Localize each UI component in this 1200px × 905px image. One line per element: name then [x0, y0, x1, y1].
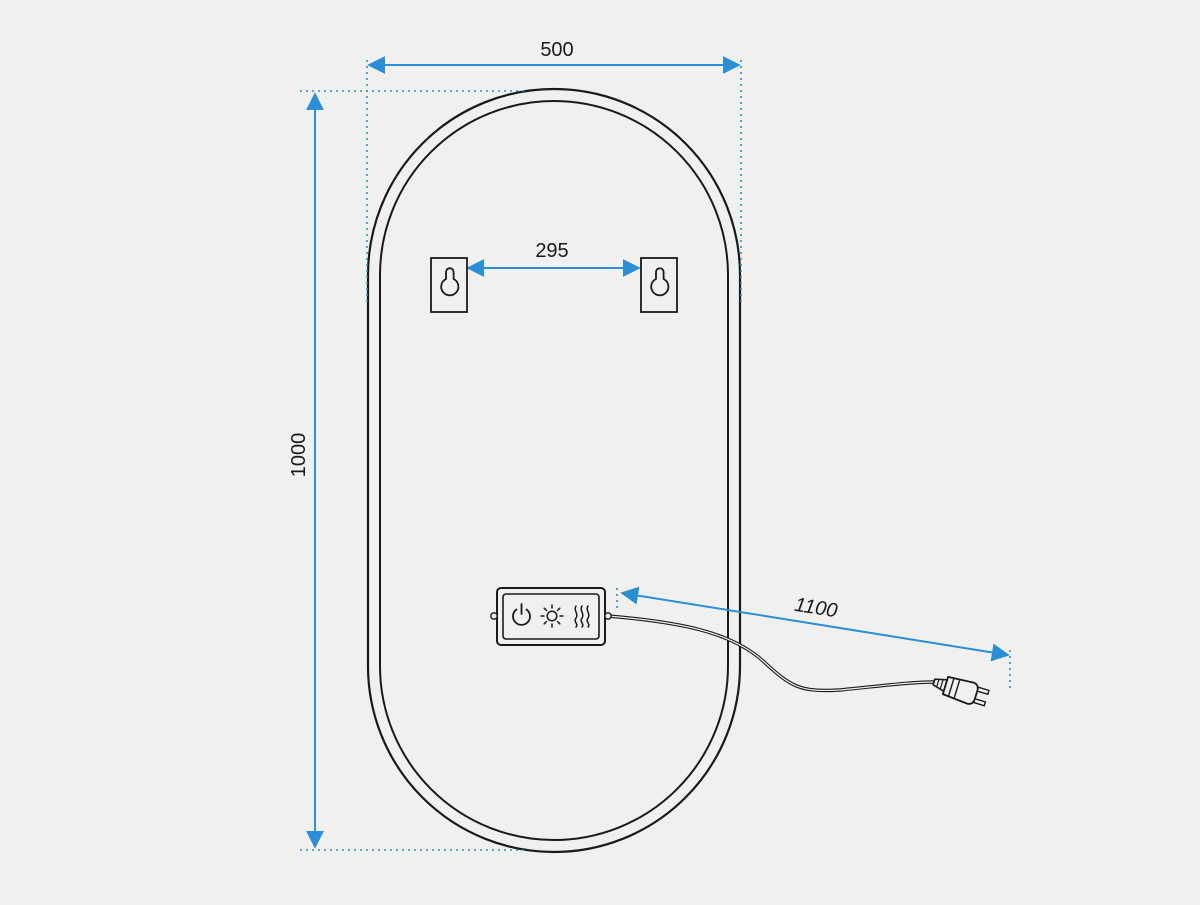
- keyhole-hanger-icon: [650, 267, 670, 297]
- control-box: [490, 587, 612, 646]
- brightness-sun-icon: [540, 604, 564, 628]
- cable-length-label: 1100: [793, 594, 839, 622]
- power-icon: [512, 603, 531, 626]
- heating-waves-icon: [574, 605, 590, 628]
- mirror-outline: [366, 87, 742, 854]
- mirror-inner-frame: [379, 100, 729, 841]
- control-box-screw: [490, 612, 498, 620]
- power-cable-core: [607, 615, 936, 692]
- keyhole-hanger-right: [640, 257, 678, 313]
- hook-spacing-label: 295: [535, 240, 568, 262]
- cable-length-dimension-line: [620, 586, 1010, 662]
- control-box-screw: [604, 612, 612, 620]
- control-box-inner: [502, 593, 600, 640]
- power-cable: [606, 614, 937, 693]
- keyhole-hanger-icon: [440, 267, 460, 297]
- width-label: 500: [540, 39, 573, 61]
- power-plug-icon: [932, 676, 990, 707]
- height-label: 1000: [288, 433, 310, 478]
- extension-lines: [300, 60, 1011, 851]
- dimension-lines: [306, 56, 1010, 849]
- keyhole-hanger-left: [430, 257, 468, 313]
- mirror-outer-frame: [366, 87, 742, 854]
